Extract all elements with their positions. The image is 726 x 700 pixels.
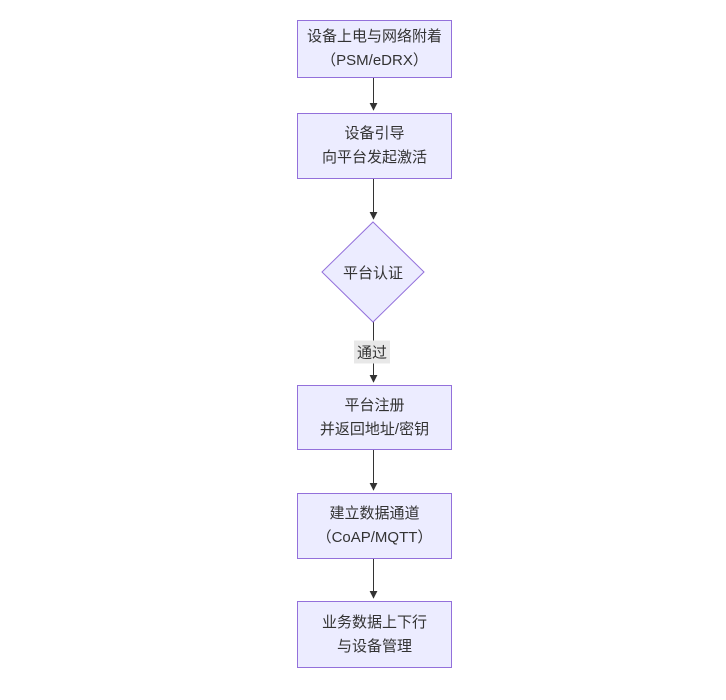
node-bootstrap: 设备引导 向平台发起激活 — [297, 113, 452, 179]
node-label-line: 并返回地址/密钥 — [319, 420, 430, 438]
node-data-channel: 建立数据通道 （CoAP/MQTT） — [297, 493, 452, 559]
node-label-line: 业务数据上下行 — [321, 613, 427, 631]
node-label-line: 设备上电与网络附着 — [306, 28, 442, 45]
node-label-line: 平台认证 — [342, 264, 403, 282]
node-platform-register: 平台注册 并返回地址/密钥 — [297, 385, 452, 450]
node-label-line: 向平台发起激活 — [321, 149, 427, 166]
node-power-attach: 设备上电与网络附着 （PSM/eDRX） — [297, 20, 452, 78]
node-label-line: （CoAP/MQTT） — [316, 529, 433, 546]
node-platform-auth-label: 平台认证 — [322, 222, 424, 322]
node-label-line: 建立数据通道 — [329, 505, 420, 522]
edge-label-pass: 通过 — [353, 340, 391, 364]
node-business-data: 业务数据上下行 与设备管理 — [297, 601, 452, 668]
node-label-line: （PSM/eDRX） — [321, 52, 428, 69]
node-label-line: 与设备管理 — [336, 637, 412, 655]
node-label-line: 平台注册 — [344, 396, 405, 414]
node-platform-auth-shape — [321, 221, 425, 323]
node-label-line: 设备引导 — [344, 125, 405, 142]
